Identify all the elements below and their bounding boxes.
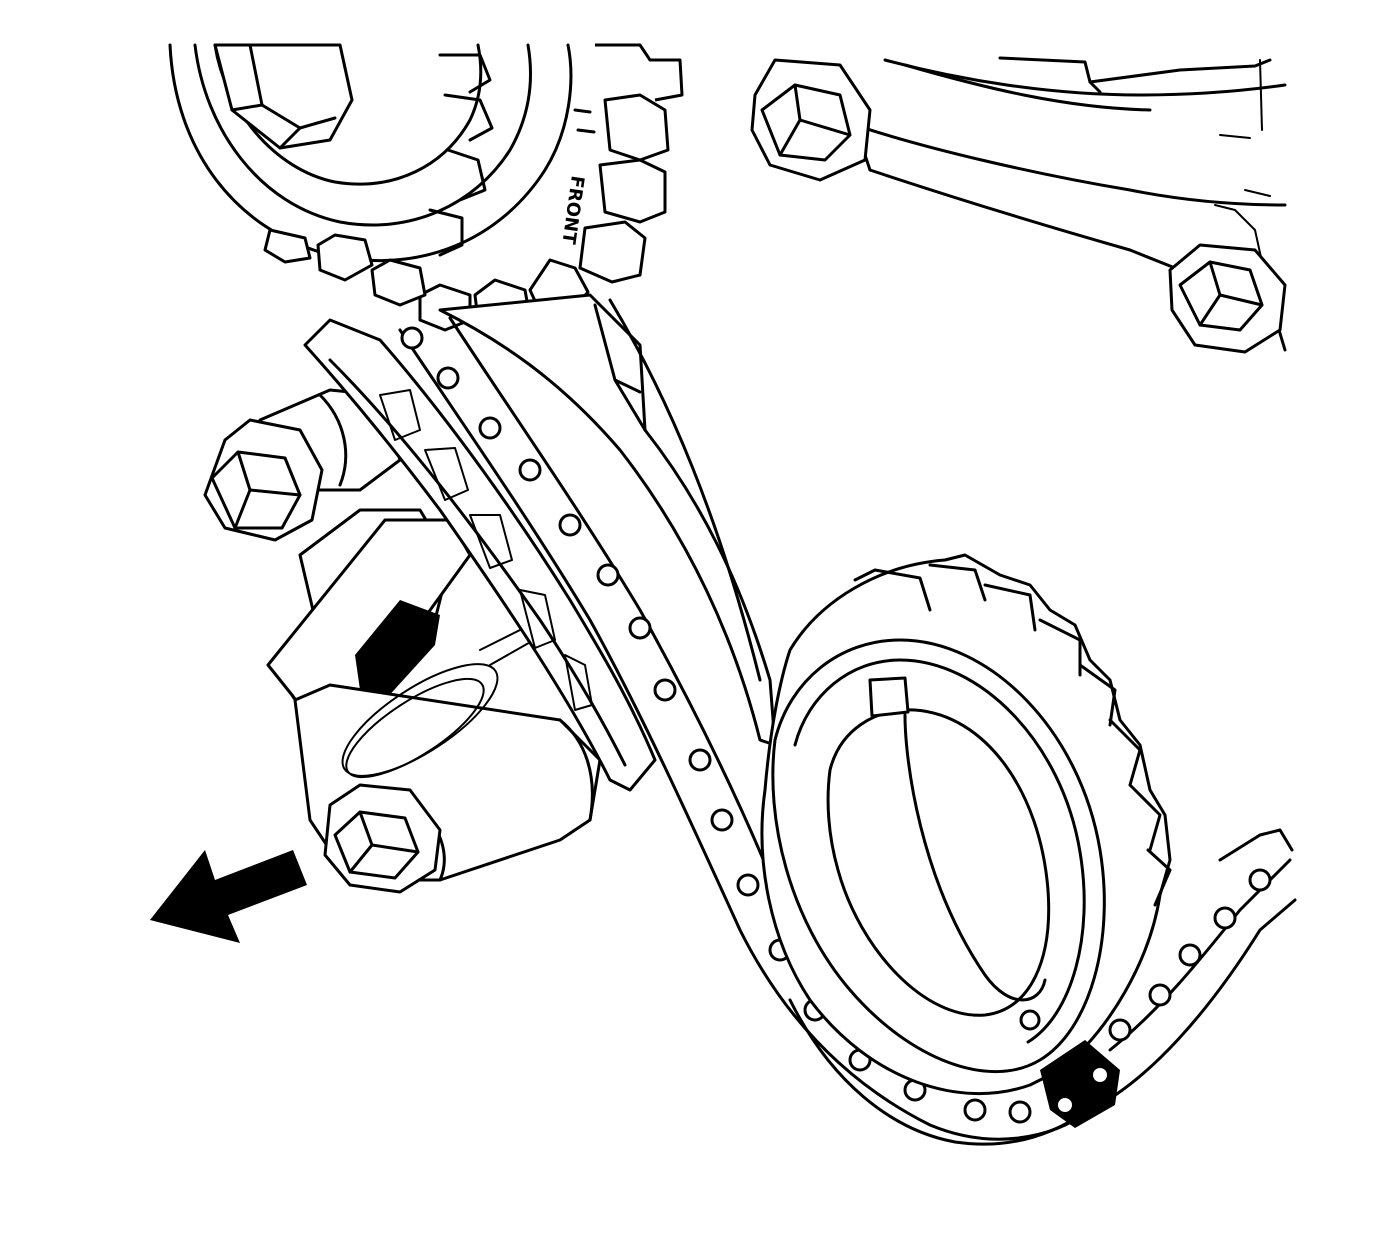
tensioner-bolt-upper: [203, 418, 324, 542]
lock-wire-loop: [341, 619, 549, 779]
bracket-bolt-right: [1168, 243, 1287, 354]
chain-guide: [438, 293, 777, 747]
cam-sprocket-bolt: [213, 43, 354, 150]
tensioner-shoe: [303, 318, 657, 792]
upper-camshaft-sprocket: FRONT: [168, 43, 684, 332]
bracket-bolt-left: [750, 58, 872, 182]
tensioner-bolt-lower: [323, 783, 442, 894]
crank-sprocket-keyway: [868, 676, 910, 718]
right-bracket: [750, 56, 1287, 354]
crank-dowel-tab: [1040, 1040, 1120, 1128]
arrow-left-down-icon: [150, 850, 307, 943]
tensioner-plunger-block: [266, 518, 472, 772]
crank-timing-mark: [1019, 1009, 1041, 1031]
crankshaft-sprocket: [760, 553, 1172, 1146]
tensioner-assembly: [203, 388, 602, 894]
